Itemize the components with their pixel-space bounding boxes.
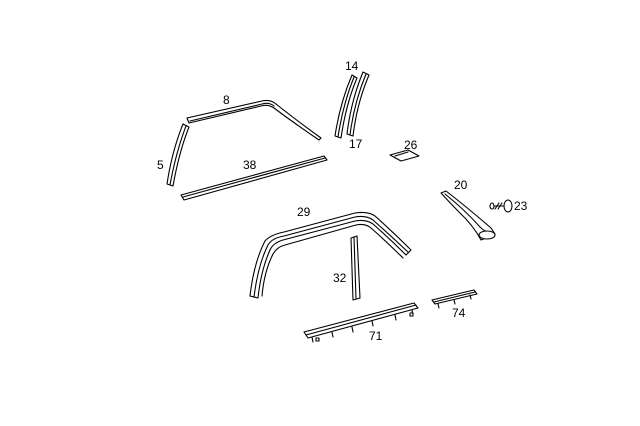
part-5-front-pillar-moulding[interactable] <box>166 123 190 187</box>
label-part-32: 32 <box>333 271 347 285</box>
part-38-belt-moulding[interactable] <box>180 155 328 201</box>
part-74-sill-strip[interactable] <box>431 289 478 309</box>
part-8-front-roof-moulding[interactable] <box>186 99 322 141</box>
label-part-14: 14 <box>345 59 359 73</box>
label-part-17: 17 <box>349 137 363 151</box>
part-23-screw[interactable] <box>489 199 513 213</box>
label-part-20: 20 <box>454 178 468 192</box>
part-29-rear-frame-moulding[interactable] <box>249 211 412 299</box>
part-20-mirror-triangle[interactable] <box>440 190 496 241</box>
label-part-26: 26 <box>404 138 418 152</box>
label-part-8: 8 <box>223 93 230 107</box>
part-32-rear-pillar[interactable] <box>350 235 361 301</box>
part-14-pillar-strip[interactable] <box>334 74 358 139</box>
label-part-38: 38 <box>243 158 257 172</box>
part-17-pillar-strip[interactable] <box>346 71 370 137</box>
label-part-5: 5 <box>157 158 164 172</box>
label-part-29: 29 <box>297 205 311 219</box>
part-71-sill-strip[interactable] <box>303 302 419 343</box>
label-part-71: 71 <box>369 329 383 343</box>
part-26-clip[interactable] <box>389 149 420 162</box>
label-part-74: 74 <box>452 306 466 320</box>
label-part-23: 23 <box>514 199 528 213</box>
